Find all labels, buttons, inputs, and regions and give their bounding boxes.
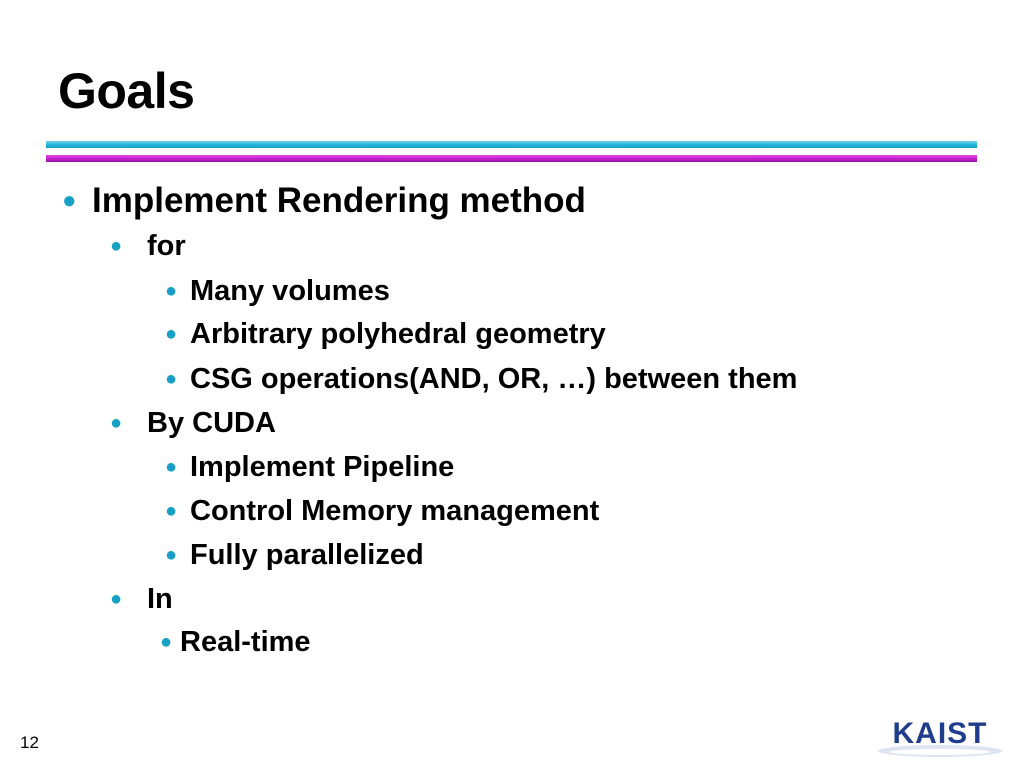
- bullet-text: Implement Pipeline: [190, 451, 455, 483]
- bullet-icon: ●: [110, 235, 123, 257]
- bullet-icon: ●: [110, 412, 123, 434]
- logo-swoosh-highlight: [890, 749, 990, 755]
- bullet-text: In: [147, 583, 173, 615]
- bullet-icon: ●: [110, 588, 123, 610]
- bullet-text: Fully parallelized: [190, 539, 424, 571]
- bullet-item: ● Control Memory management: [165, 497, 599, 526]
- bullet-item: ● for: [110, 232, 186, 261]
- logo-text: KAIST: [893, 717, 988, 750]
- bullet-text: Real-time: [180, 626, 311, 658]
- bullet-icon: ●: [165, 500, 178, 522]
- bullet-item: ● Fully parallelized: [165, 541, 424, 570]
- bullet-icon: ●: [165, 456, 178, 478]
- bullet-icon: ●: [165, 323, 178, 345]
- bullet-item: ● By CUDA: [110, 409, 276, 438]
- bullet-item: ● CSG operations(AND, OR, …) between them: [165, 365, 797, 394]
- bullet-icon: ●: [62, 187, 77, 214]
- bullet-icon: ●: [165, 280, 178, 302]
- bullet-text: CSG operations(AND, OR, …) between them: [190, 363, 798, 395]
- bullet-item: ● Many volumes: [165, 277, 390, 306]
- bullet-item: ● Arbitrary polyhedral geometry: [165, 320, 606, 349]
- bullet-text: Many volumes: [190, 275, 390, 307]
- bullet-icon: ●: [165, 368, 178, 390]
- bullet-item: ● Implement Rendering method: [62, 183, 586, 218]
- slide-title: Goals: [58, 63, 195, 119]
- page-number: 12: [20, 733, 39, 752]
- kaist-logo: KAIST: [878, 717, 1002, 757]
- bullet-text: Arbitrary polyhedral geometry: [190, 318, 606, 350]
- bullet-icon: ●: [165, 544, 178, 566]
- bullet-text: By CUDA: [147, 407, 276, 439]
- bullet-item: ● Implement Pipeline: [165, 453, 454, 482]
- title-rule-magenta: [46, 155, 977, 162]
- bullet-text: for: [147, 230, 186, 262]
- title-rule-cyan: [46, 141, 977, 148]
- bullet-item: ● In: [110, 585, 173, 614]
- bullet-text: Implement Rendering method: [92, 181, 586, 220]
- bullet-text: Control Memory management: [190, 495, 600, 527]
- bullet-item: ● Real-time: [160, 628, 311, 657]
- bullet-icon: ●: [160, 631, 173, 653]
